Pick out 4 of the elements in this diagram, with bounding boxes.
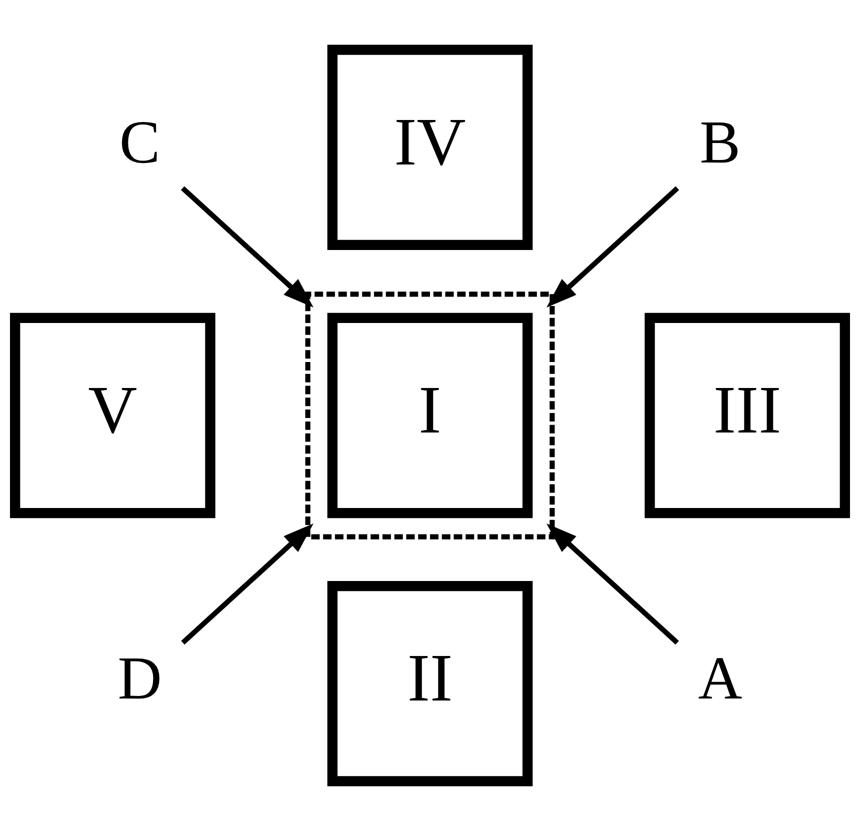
node-text: C <box>119 109 160 176</box>
node-text: D <box>118 646 162 713</box>
node-text: A <box>698 646 742 713</box>
node-text: B <box>700 109 741 176</box>
